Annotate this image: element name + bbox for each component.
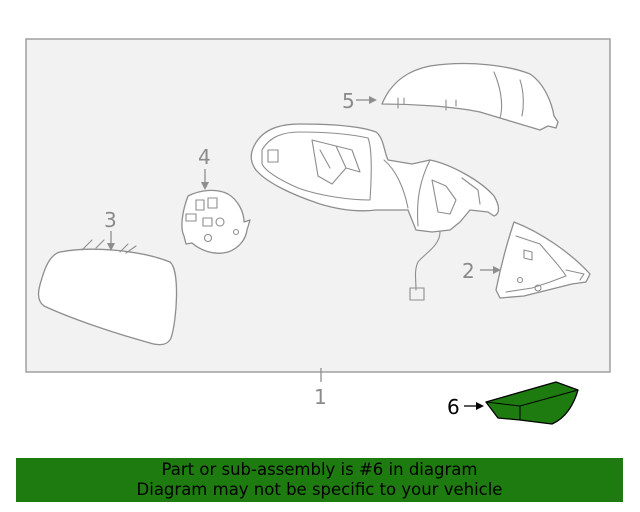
mirror-cover [381,62,559,131]
banner-line-1: Part or sub-assembly is #6 in diagram [161,460,478,479]
mirror-housing [250,123,500,301]
banner-line-2: Diagram may not be specific to your vehi… [136,480,503,499]
callout-5-label: 5 [342,89,355,113]
callout-1: 1 [314,368,327,409]
callout-6: 6 [447,395,484,419]
callout-3: 3 [104,208,117,251]
part-notice-banner: Part or sub-assembly is #6 in diagram Di… [16,458,623,502]
callout-5: 5 [342,89,377,113]
mirror-motor [181,189,251,254]
callout-4: 4 [198,145,211,190]
mirror-lower-cover [495,221,591,299]
callout-2: 2 [462,259,501,283]
callout-3-label: 3 [104,208,117,232]
callout-2-label: 2 [462,259,475,283]
highlighted-part-6 [485,381,579,425]
mirror-glass [37,239,178,346]
callout-6-label: 6 [447,395,460,419]
callout-1-label: 1 [314,385,327,409]
callout-4-label: 4 [198,145,211,169]
